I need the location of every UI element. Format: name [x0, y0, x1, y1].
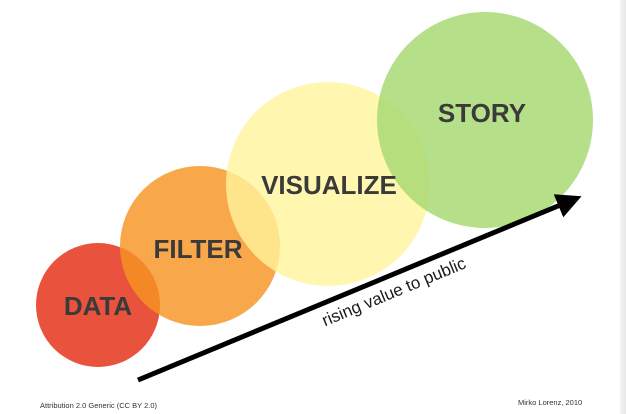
page-edge-divider	[620, 0, 626, 414]
story-circle	[377, 12, 593, 228]
filter-label: FILTER	[153, 234, 242, 264]
story-label: STORY	[438, 98, 526, 128]
credit-text: Mirko Lorenz, 2010	[518, 398, 583, 407]
visualize-label: VISUALIZE	[261, 170, 397, 200]
rising-arrow	[137, 194, 582, 383]
attribution-text: Attribution 2.0 Generic (CC BY 2.0)	[40, 401, 157, 410]
data-label: DATA	[64, 291, 133, 321]
